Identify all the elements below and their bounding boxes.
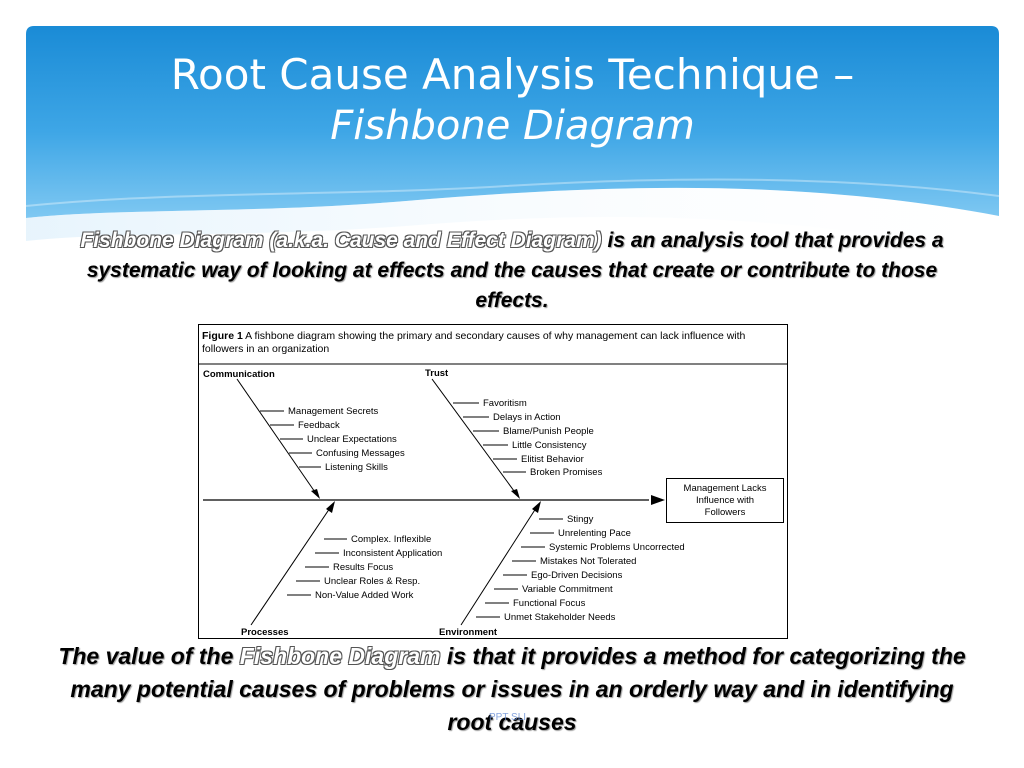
category-environment: Environment [439,627,498,638]
category-trust: Trust [425,368,449,379]
trust-bone [431,378,518,496]
spine-arrowhead [651,495,665,505]
communication-arrowhead [311,489,320,499]
cause-label: Management Secrets [288,406,379,417]
slide-title: Root Cause Analysis Technique – Fishbone… [26,50,999,150]
cause-label: Mistakes Not Tolerated [540,556,636,567]
figure-caption-text: A fishbone diagram showing the primary a… [202,330,746,355]
header-wave-background [26,26,999,256]
outro-paragraph: The value of the Fishbone Diagram is tha… [56,640,968,739]
intro-rest: is an analysis tool that provides a syst… [86,229,944,312]
cause-label: Unclear Roles & Resp. [324,576,420,587]
intro-paragraph: Fishbone Diagram (a.k.a. Cause and Effec… [60,226,964,316]
cause-label: Inconsistent Application [343,548,442,559]
fishbone-diagram: Communication Management Secrets Feedbac… [199,363,787,638]
processes-causes: Complex. Inflexible Inconsistent Applica… [287,534,442,601]
cause-label: Listening Skills [325,462,388,473]
cause-label: Unclear Expectations [307,434,397,445]
environment-bone [460,504,539,626]
cause-label: Unmet Stakeholder Needs [504,612,616,623]
cause-label: Feedback [298,420,340,431]
trust-causes: Favoritism Delays in Action Blame/Punish… [453,398,603,478]
watermark-footnote: PPT SLI [489,712,527,723]
cause-label: Functional Focus [513,598,586,609]
effect-box: Management Lacks Influence with Follower… [666,478,784,523]
cause-label: Blame/Punish People [503,426,594,437]
cause-label: Variable Commitment [522,584,613,595]
environment-arrowhead [532,501,541,513]
cause-label: Elitist Behavior [521,454,584,465]
cause-label: Delays in Action [493,412,561,423]
figure-caption: Figure 1 A fishbone diagram showing the … [202,330,782,356]
title-line-2: Fishbone Diagram [330,103,695,150]
cause-label: Complex. Inflexible [351,534,431,545]
cause-label: Systemic Problems Uncorrected [549,542,685,553]
cause-label: Non-Value Added Work [315,590,414,601]
title-line-1: Root Cause Analysis Technique – [170,50,855,99]
cause-label: Ego-Driven Decisions [531,570,623,581]
cause-label: Unrelenting Pace [558,528,631,539]
environment-causes: Stingy Unrelenting Pace Systemic Problem… [476,514,685,623]
trust-arrowhead [511,489,520,499]
effect-line-2: Influence with [695,494,755,506]
communication-causes: Management Secrets Feedback Unclear Expe… [260,406,405,473]
outro-part-2: is that it provides a method for categor… [70,643,966,735]
outro-highlight: Fishbone Diagram [239,643,441,669]
cause-label: Stingy [567,514,594,525]
cause-label: Confusing Messages [316,448,405,459]
header-band [26,26,999,256]
processes-bone [250,504,333,626]
category-communication: Communication [203,369,275,380]
outro-part-1: The value of the [58,643,240,669]
effect-line-1: Management Lacks [683,482,767,494]
effect-line-3: Followers [704,506,746,518]
cause-label: Favoritism [483,398,527,409]
communication-bone [236,378,318,496]
cause-label: Results Focus [333,562,393,573]
processes-arrowhead [326,501,335,513]
cause-label: Little Consistency [512,440,587,451]
figure-caption-label: Figure 1 [202,330,243,342]
intro-highlight: Fishbone Diagram (a.k.a. Cause and Effec… [80,229,602,252]
fishbone-figure: Figure 1 A fishbone diagram showing the … [198,324,788,639]
category-processes: Processes [241,627,289,638]
cause-label: Broken Promises [530,467,603,478]
